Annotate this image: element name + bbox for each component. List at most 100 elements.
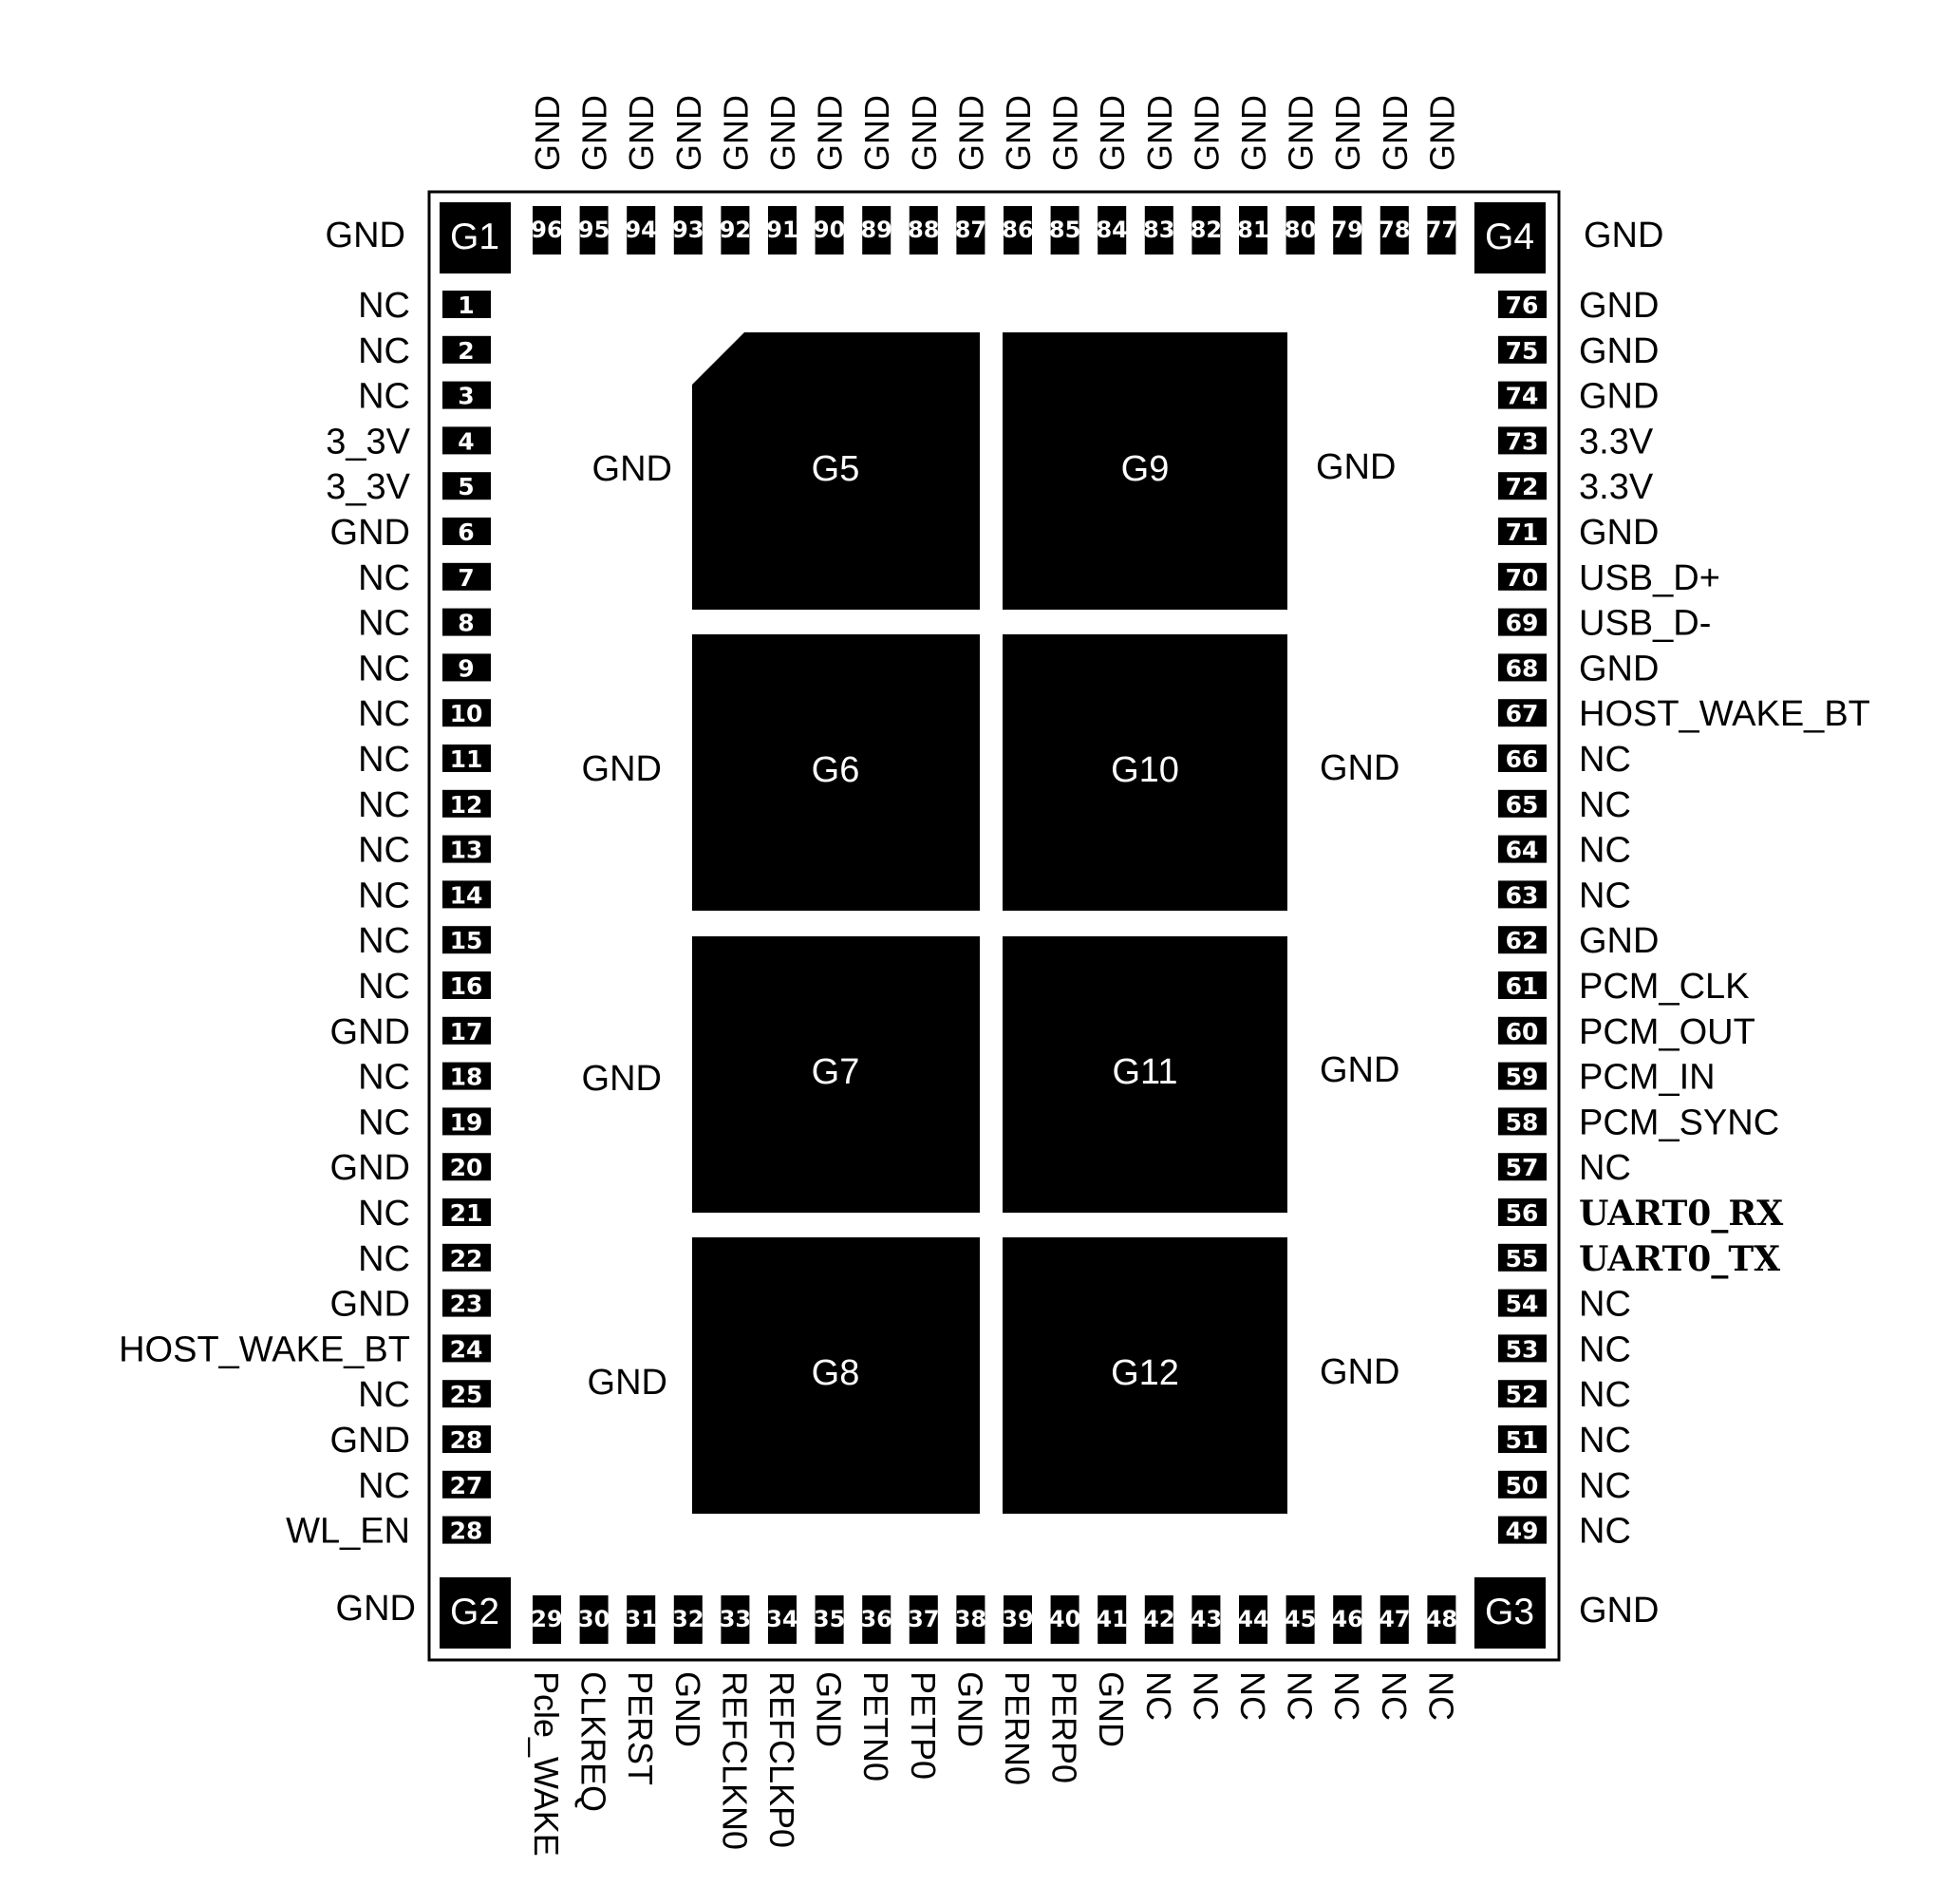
center-pad-label: G11 (1112, 1052, 1177, 1092)
pin-net-label: GND (575, 95, 614, 171)
pin-number: 17 (450, 1018, 483, 1046)
pin-net-label: PERN0 (998, 1671, 1037, 1785)
pin-number: 8 (458, 610, 474, 637)
pin-net-label: NC (358, 604, 410, 644)
pin-number: 40 (1049, 1606, 1080, 1632)
pin-net-label: CLKREQ (574, 1671, 613, 1812)
pin-number: 74 (1506, 383, 1539, 410)
pin-net-label: NC (358, 1058, 410, 1098)
top-pin-row: 96GND95GND94GND93GND92GND91GND90GND89GND… (528, 95, 1461, 254)
center-pad-label: G10 (1111, 750, 1179, 790)
pin-pad (1498, 880, 1547, 909)
pin-net-label: PCM_CLK (1579, 967, 1750, 1007)
pin-net-label: NC (358, 694, 410, 734)
pin-pad (442, 1243, 491, 1272)
pin-number: 20 (450, 1154, 483, 1181)
pin-net-label: Pcle_WAKE (527, 1671, 566, 1857)
pin-net-label: GND (1140, 95, 1179, 171)
pin-number: 53 (1506, 1335, 1539, 1363)
pin-pad (1498, 1016, 1547, 1045)
pin-pad (1427, 1595, 1456, 1644)
pin-number: 46 (1331, 1606, 1362, 1632)
center-pad-g10: G10 (1003, 634, 1287, 911)
pin-net-label: NC (358, 921, 410, 961)
pin-net-label: 3.3V (1579, 467, 1654, 507)
pin-net-label: GND (528, 95, 567, 171)
pin-net-label: USB_D- (1579, 604, 1711, 644)
pin-net-label: GND (951, 95, 990, 171)
pin-number: 64 (1506, 837, 1539, 864)
pin-number: 11 (450, 745, 483, 773)
pin-pad (1498, 608, 1547, 636)
pin-pad (1498, 835, 1547, 863)
pin-number: 81 (1237, 217, 1268, 243)
pin-pad (1379, 1595, 1409, 1644)
pin-number: 48 (1426, 1606, 1457, 1632)
pin-number: 35 (814, 1606, 845, 1632)
pin-pad (442, 1198, 491, 1226)
pin-net-label: GND (330, 1148, 410, 1188)
pin-pad (1286, 206, 1315, 254)
pin-pad (442, 608, 491, 636)
pin-number: 84 (1096, 217, 1127, 243)
pin-pad (442, 1016, 491, 1045)
pin-number: 79 (1331, 217, 1362, 243)
pin-pad (1498, 1334, 1547, 1363)
pin-pad (442, 381, 491, 409)
pin-number: 55 (1506, 1245, 1539, 1272)
pin-pad (442, 926, 491, 954)
pin-pad (442, 518, 491, 545)
pin-pad (862, 206, 891, 254)
center-pad-g9: G9 (1003, 332, 1287, 610)
pin-number: 54 (1506, 1291, 1539, 1318)
pin-net-label: PETN0 (856, 1671, 895, 1781)
pin-pad (579, 1595, 609, 1644)
corner-pad-g3: G3 (1474, 1577, 1546, 1649)
pin-number: 60 (1506, 1018, 1539, 1046)
pin-pad (442, 880, 491, 909)
pin-pad (442, 653, 491, 682)
pin-pad (1498, 653, 1547, 682)
center-pad-label: G6 (812, 750, 860, 790)
pin-net-label: GND (810, 1671, 849, 1747)
pin-pad (1098, 1595, 1127, 1644)
pin-number: 96 (531, 217, 562, 243)
pin-number: 39 (1002, 1606, 1033, 1632)
pin-net-label: PETP0 (904, 1671, 943, 1780)
pin-number: 73 (1506, 427, 1539, 455)
pin-pad (1379, 206, 1409, 254)
pin-number: 47 (1379, 1606, 1410, 1632)
corner-pad-label: G3 (1485, 1592, 1534, 1632)
pin-pad (1498, 1470, 1547, 1499)
pin-number: 91 (766, 217, 798, 243)
pin-number: 34 (766, 1606, 798, 1632)
corner-pad-g4: G4 (1474, 202, 1546, 273)
pin-number: 87 (955, 217, 986, 243)
pin-number: 4 (458, 427, 474, 455)
pin-net-label: NC (358, 1375, 410, 1415)
pin-net-label: NC (1579, 831, 1631, 871)
pin-net-label: PCM_IN (1579, 1058, 1716, 1098)
center-pad-label: G9 (1121, 449, 1170, 489)
pin-pad (627, 206, 656, 254)
pin-pad (1004, 206, 1032, 254)
pin-number: 78 (1379, 217, 1410, 243)
pin-number: 62 (1506, 927, 1539, 954)
corner-pad-g1: G1 (440, 202, 511, 273)
pin-pad (1498, 1198, 1547, 1226)
pin-net-label: GND (668, 1671, 707, 1747)
pin-pad (768, 1595, 797, 1644)
pin-pad (862, 1595, 891, 1644)
pin-net-label: GND (763, 95, 802, 171)
pin-net-label: GND (811, 95, 850, 171)
pin-number: 44 (1237, 1606, 1268, 1632)
pin-net-label: GND (1282, 95, 1321, 171)
pin-number: 90 (814, 217, 845, 243)
pin-net-label: NC (1186, 1671, 1225, 1721)
pin-number: 45 (1285, 1606, 1316, 1632)
pin-number: 2 (458, 337, 474, 365)
pin-net-label: NC (1579, 876, 1631, 915)
pin-number: 82 (1191, 217, 1222, 243)
pin-number: 69 (1506, 610, 1539, 637)
